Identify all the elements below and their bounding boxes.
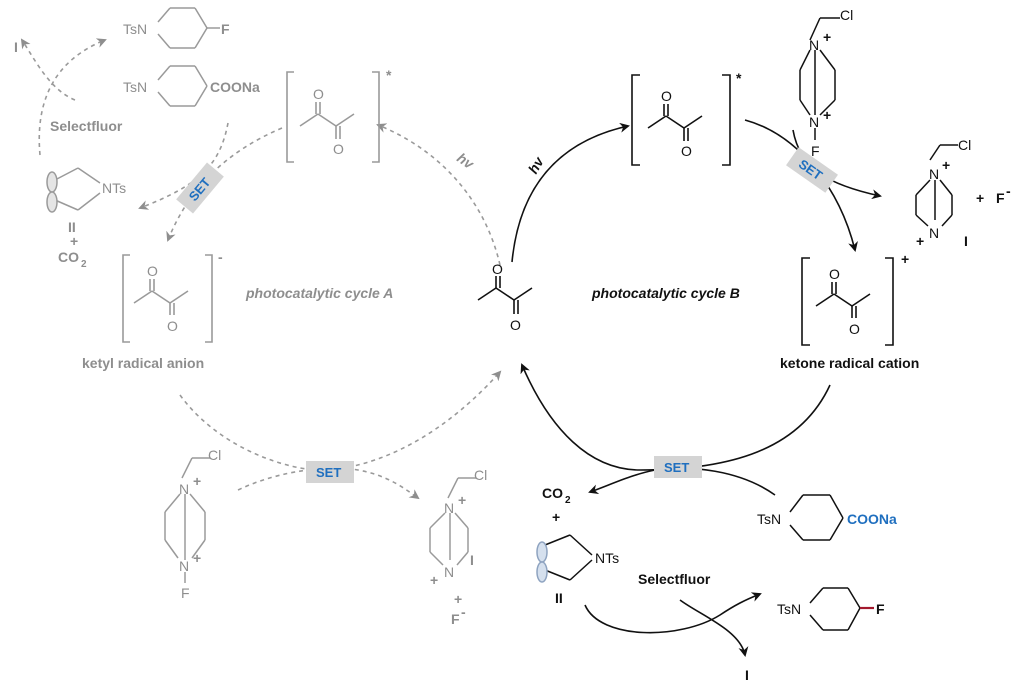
cation-o-top: O [829, 266, 840, 282]
rc-a-roman: I [470, 552, 474, 568]
svg-text:SET: SET [664, 460, 689, 475]
rc-a-fminus-sup: - [461, 604, 466, 620]
hv-label-a: hv [454, 149, 478, 172]
sf-a-n-top: N [179, 481, 189, 497]
co2-b: CO [542, 485, 563, 501]
ex-a-o-bottom: O [333, 141, 344, 157]
excited-star: * [736, 70, 742, 86]
rc-i-plus: + [942, 157, 950, 173]
sub-a-coona: COONa [210, 79, 260, 95]
prod-a-tsn: TsN [123, 21, 147, 37]
rc-i-plus-dot: + [916, 233, 924, 249]
rc-a-plus-dot: + [430, 572, 438, 588]
sf-b-f: F [811, 143, 820, 159]
rc-i-n-bottom: N [929, 225, 939, 241]
svg-text:SET: SET [316, 465, 341, 480]
sf-b-n-top: N [809, 37, 819, 53]
co2-b-plus: + [552, 509, 560, 525]
prod-a-f: F [221, 21, 230, 37]
excited-diketone-a [286, 71, 380, 163]
cycle-a-arrows [20, 38, 502, 500]
selectfluor-label-b: Selectfluor [638, 571, 711, 587]
set-badge-a-bottom: SET [306, 461, 354, 483]
cycle-b-label: photocatalytic cycle B [591, 285, 740, 301]
set-badge-b-bottom: SET [654, 456, 702, 478]
ketyl-minus: - [218, 249, 223, 265]
sf-b-plus-top: + [823, 29, 831, 45]
rad-ii-a-nts: NTs [102, 180, 126, 196]
rc-i-n-top: N [929, 166, 939, 182]
radical-cation-structure [801, 257, 894, 346]
rc-i-fminus-sup: - [1006, 183, 1011, 199]
prod-b-f: F [876, 601, 885, 617]
sub-b-coona: COONa [847, 511, 897, 527]
co2-a: CO [58, 249, 79, 265]
rc-a-plus: + [458, 492, 466, 508]
radical-II-b [536, 534, 593, 583]
sf-a-f: F [181, 585, 190, 601]
selectfluor-reagent-b [799, 17, 840, 140]
rc-a-cl: Cl [474, 467, 487, 483]
product-piperidine-b [809, 587, 874, 631]
cation-o-bottom: O [849, 321, 860, 337]
ketyl-o-top: O [147, 263, 158, 279]
rc-a-fminus: F [451, 611, 460, 627]
rc-i-fminus: F [996, 190, 1005, 206]
rc-a-sep-plus: + [454, 591, 462, 607]
excited-o-bottom: O [681, 143, 692, 159]
rad-ii-roman: II [555, 590, 563, 606]
sf-a-plus-bottom: + [193, 550, 201, 566]
rc-i-roman: I [964, 233, 968, 249]
ketyl-o-bottom: O [167, 318, 178, 334]
sf-a-n-bottom: N [179, 558, 189, 574]
rc-i-cl: Cl [958, 137, 971, 153]
ex-a-o-top: O [313, 86, 324, 102]
co2-a-plus: + [70, 233, 78, 249]
central-o-top: O [492, 261, 503, 277]
hv-label-b: hv [525, 153, 548, 176]
ketyl-radical-anion [122, 254, 213, 343]
selectfluor-label-a: Selectfluor [50, 118, 123, 134]
sf-b-plus-bottom: + [823, 107, 831, 123]
sf-b-cl: Cl [840, 7, 853, 23]
central-diketone [477, 276, 533, 314]
byproduct-I-b: I [745, 667, 749, 683]
sf-a-cl: Cl [208, 447, 221, 463]
ketone-radical-cation-label: ketone radical cation [780, 355, 919, 371]
excited-o-top: O [661, 88, 672, 104]
radical-cation-I [915, 144, 958, 227]
sub-a-tsn: TsN [123, 79, 147, 95]
ketyl-radical-anion-label: ketyl radical anion [82, 355, 204, 371]
product-piperidine-a [157, 7, 220, 49]
sub-b-tsn: TsN [757, 511, 781, 527]
co2-a-sub: 2 [81, 259, 87, 270]
prod-b-tsn: TsN [777, 601, 801, 617]
radical-II-a [46, 167, 101, 213]
substrate-piperidine-a [157, 65, 208, 107]
co2-b-sub: 2 [565, 495, 571, 506]
rad-ii-a-roman: II [68, 219, 76, 235]
cation-plus: + [901, 251, 909, 267]
central-o-bottom: O [510, 317, 521, 333]
sf-a-plus-top: + [193, 473, 201, 489]
selectfluor-reagent-a [164, 457, 210, 583]
rc-a-n-top: N [444, 500, 454, 516]
ex-a-star: * [386, 67, 392, 83]
rc-a-n-bottom: N [444, 564, 454, 580]
substrate-piperidine-b [789, 494, 844, 541]
sf-b-n-bottom: N [809, 114, 819, 130]
rc-i-plus-sep: + [976, 190, 984, 206]
cycle-a-label: photocatalytic cycle A [245, 285, 393, 301]
byproduct-I-a: I [14, 39, 18, 55]
rad-ii-nts: NTs [595, 550, 619, 566]
radical-cation-I-a [429, 477, 476, 566]
excited-diketone [631, 74, 731, 166]
